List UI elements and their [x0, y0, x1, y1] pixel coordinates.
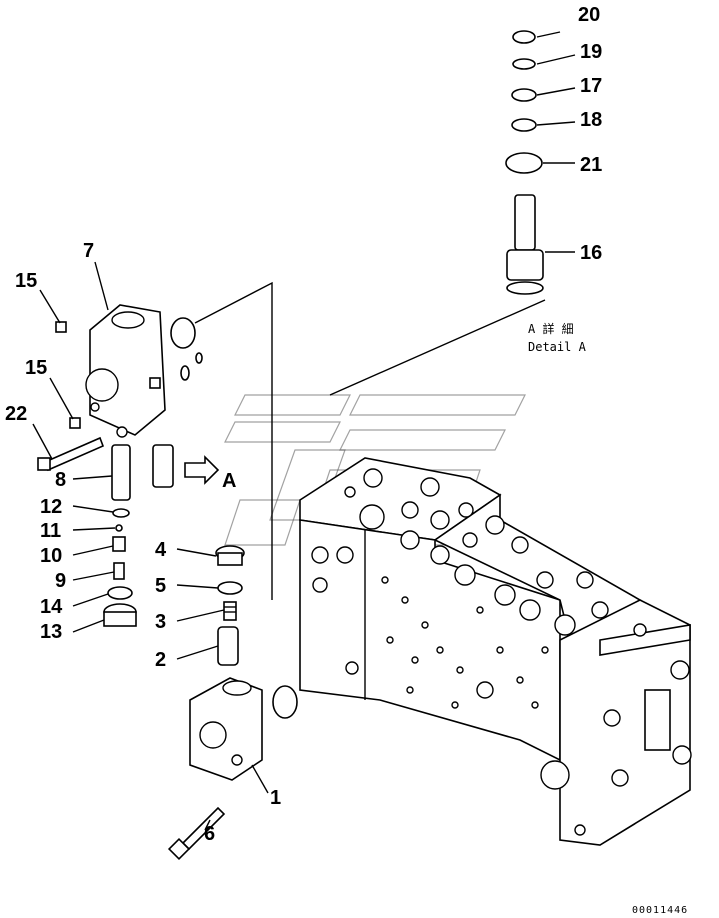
drawing-code: 00011446	[632, 905, 688, 916]
o-ring-body	[272, 685, 298, 719]
view-arrow-a: A	[184, 455, 236, 492]
label-20: 20	[578, 4, 600, 26]
o-ring-small-a	[180, 365, 190, 381]
part-22-bolt	[37, 436, 105, 472]
part-13-plug	[103, 603, 137, 627]
label-1: 1	[270, 787, 281, 809]
label-14: 14	[40, 596, 63, 618]
label-15-upper: 15	[15, 270, 37, 292]
part-6-bolt	[167, 806, 226, 861]
svg-text:A: A	[222, 470, 236, 492]
part-15-plug-lower	[69, 417, 81, 429]
o-ring-large	[170, 317, 196, 349]
label-11: 11	[40, 520, 61, 542]
part-14-o-ring	[107, 586, 133, 600]
label-6: 6	[204, 823, 215, 845]
label-22: 22	[5, 403, 27, 425]
label-4: 4	[155, 539, 167, 561]
label-21: 21	[580, 154, 602, 176]
part-1-housing	[189, 677, 263, 781]
label-5: 5	[155, 575, 166, 597]
detail-a-leader	[194, 281, 546, 600]
label-9: 9	[55, 570, 66, 592]
label-8: 8	[55, 469, 66, 491]
part-18-ring	[511, 118, 537, 132]
leader-lines	[32, 31, 576, 831]
part-21-o-ring	[505, 152, 543, 174]
part-20-ring	[512, 30, 536, 44]
label-16: 16	[580, 242, 602, 264]
part-3-spring	[223, 601, 237, 621]
detail-title-jp: A 詳 細	[528, 321, 574, 336]
part-11-ball	[115, 524, 123, 532]
relief-valve-cartridge	[152, 444, 174, 488]
label-12: 12	[40, 496, 62, 518]
label-3: 3	[155, 611, 166, 633]
label-13: 13	[40, 621, 62, 643]
part-19-ring	[512, 58, 536, 70]
control-valve-body	[299, 457, 692, 846]
label-18: 18	[580, 109, 602, 131]
part-7-housing	[85, 304, 166, 438]
part-12-ring	[112, 508, 130, 518]
label-15-lower: 15	[25, 357, 47, 379]
label-7: 7	[83, 240, 94, 262]
part-9-spring	[113, 562, 125, 580]
part-8-valve	[111, 444, 131, 501]
part-15-plug-upper	[55, 321, 67, 333]
part-17-ring	[511, 88, 537, 102]
body-ports	[381, 576, 549, 709]
detail-title-en: Detail A	[528, 340, 587, 354]
part-2-spool	[217, 626, 239, 666]
part-number-labels: 20 19 17 18 21 16 7 15 15 22 8 12 11 10 …	[5, 4, 602, 845]
label-2: 2	[155, 649, 166, 671]
label-17: 17	[580, 75, 602, 97]
label-19: 19	[580, 41, 602, 63]
part-10-seat	[112, 536, 126, 552]
part-16-relief-valve	[506, 194, 544, 295]
o-ring-small-b	[195, 352, 203, 364]
part-5-o-ring	[217, 581, 243, 595]
label-10: 10	[40, 545, 62, 567]
part-4-plug	[215, 545, 245, 566]
